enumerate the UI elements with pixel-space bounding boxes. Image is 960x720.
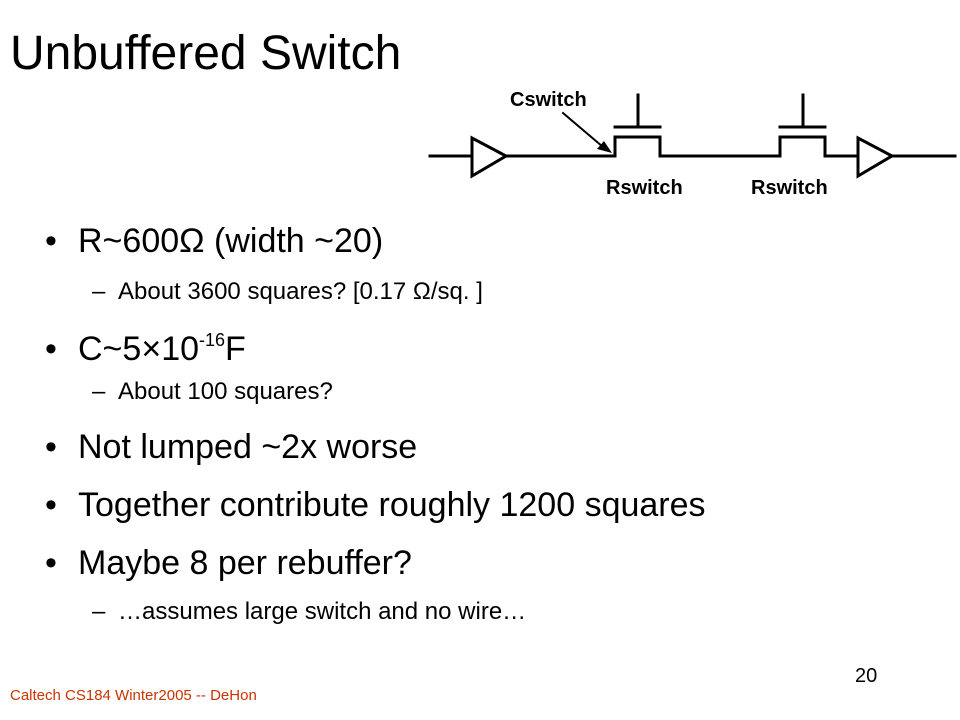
bullet-text: Together contribute roughly 1200 squares bbox=[78, 486, 706, 524]
omega-symbol: Ω bbox=[179, 222, 205, 260]
bullet-marker: • bbox=[45, 544, 57, 582]
bullet-marker: • bbox=[45, 486, 57, 524]
bullet-marker: • bbox=[45, 330, 57, 368]
bullet-marker: • bbox=[45, 428, 57, 466]
footer-credit: Caltech CS184 Winter2005 -- DeHon bbox=[10, 687, 257, 704]
bullet-marker: • bbox=[45, 222, 57, 260]
output-buffer-icon bbox=[856, 135, 896, 179]
dash-marker: – bbox=[92, 598, 106, 625]
exponent: -16 bbox=[199, 330, 226, 350]
omega-symbol: Ω bbox=[412, 278, 431, 305]
bullet-text: R~600Ω (width ~20) bbox=[78, 222, 384, 260]
input-buffer-icon bbox=[470, 135, 510, 179]
switch-1-channel bbox=[613, 135, 662, 158]
dash-marker: – bbox=[92, 378, 106, 405]
sub-bullet-text: About 100 squares? bbox=[118, 378, 333, 405]
rswitch-label-1: Rswitch bbox=[606, 177, 683, 199]
cswitch-arrowhead-icon bbox=[597, 141, 612, 153]
dash-marker: – bbox=[92, 278, 106, 305]
cswitch-label: Cswitch bbox=[510, 89, 587, 111]
bullet-text: Not lumped ~2x worse bbox=[78, 428, 418, 466]
switch-2-channel bbox=[778, 135, 827, 158]
slide-title: Unbuffered Switch bbox=[10, 27, 402, 80]
page-number: 20 bbox=[855, 665, 878, 687]
sub-bullet-text: …assumes large switch and no wire… bbox=[118, 598, 527, 625]
bullet-text: C~5×10-16F bbox=[78, 330, 246, 368]
sub-bullet-text: About 3600 squares? [0.17 Ω/sq. ] bbox=[118, 278, 483, 305]
times-symbol: × bbox=[141, 330, 162, 368]
rswitch-label-2: Rswitch bbox=[751, 177, 828, 199]
bullet-text: Maybe 8 per rebuffer? bbox=[78, 544, 412, 582]
cswitch-arrow bbox=[561, 111, 605, 149]
